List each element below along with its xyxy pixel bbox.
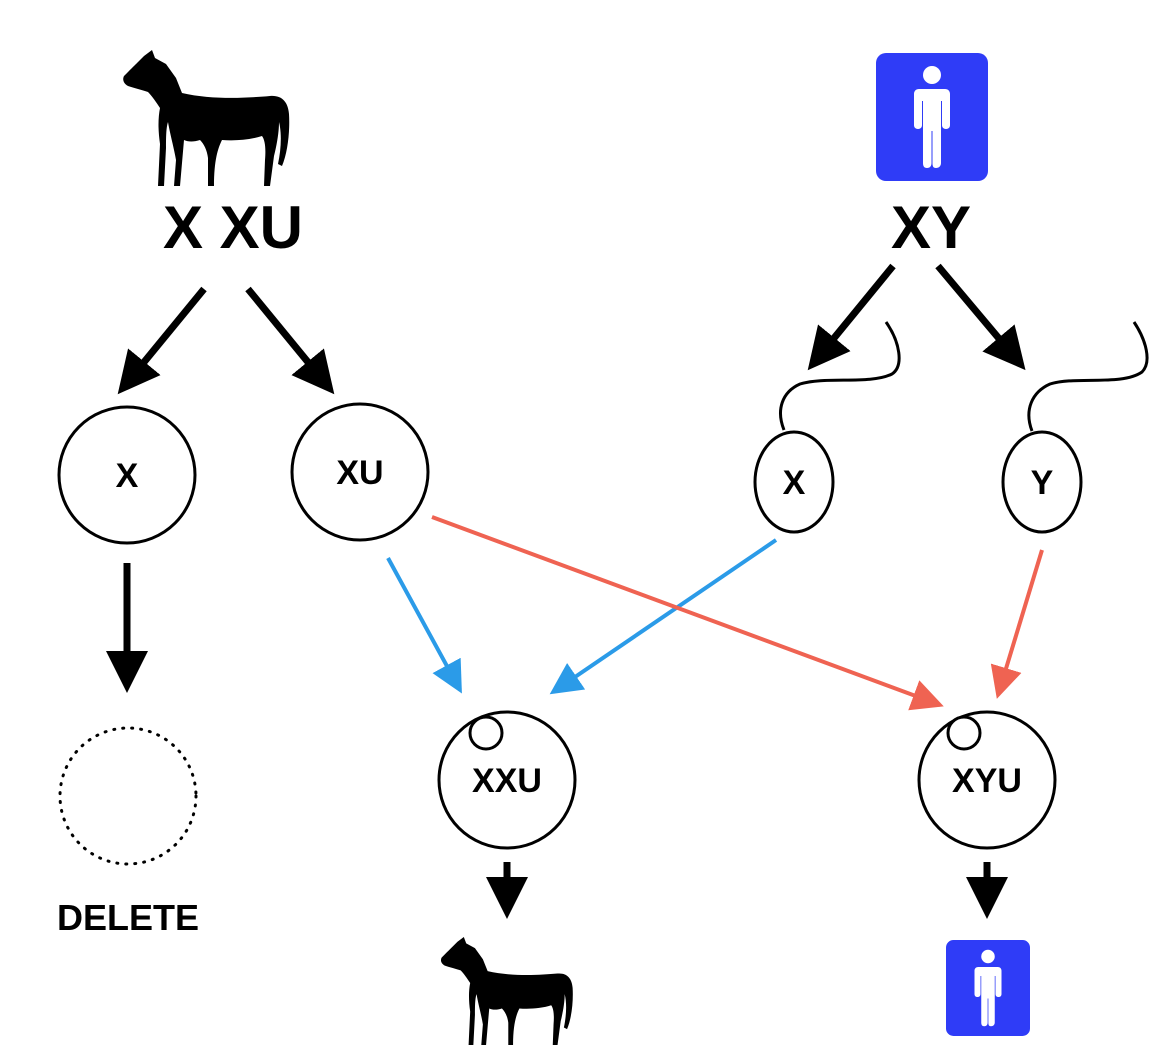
left-parent-genotype: X XU bbox=[163, 194, 303, 261]
delete-label: DELETE bbox=[57, 897, 199, 938]
zygote-xxu-nucleus bbox=[468, 715, 504, 751]
horse-icon bbox=[123, 50, 290, 186]
sperm-tail-x bbox=[779, 321, 901, 431]
egg-cell-x: X bbox=[57, 405, 197, 545]
sperm-cell-x-label: X bbox=[783, 464, 806, 502]
egg-cell-x-label: X bbox=[116, 457, 139, 495]
sperm-tail-y bbox=[1027, 321, 1149, 432]
male-person-icon bbox=[876, 53, 988, 181]
arrow-right-parent-to-x bbox=[807, 263, 896, 371]
right-parent-genotype: XY bbox=[891, 194, 971, 261]
arrow-left-parent-to-x bbox=[117, 286, 207, 395]
arrow-sperm-x-to-xxu bbox=[549, 538, 778, 695]
zygote-xyu-nucleus bbox=[946, 715, 982, 751]
egg-cell-xu: XU bbox=[290, 402, 430, 542]
zygote-xxu: XXU bbox=[437, 710, 577, 850]
arrow-left-parent-to-xu bbox=[245, 286, 335, 395]
arrow-xu-to-xyu bbox=[431, 515, 944, 711]
egg-cell-xu-label: XU bbox=[336, 454, 383, 492]
sperm-cell-y-label: Y bbox=[1031, 464, 1054, 502]
zygote-xxu-label: XXU bbox=[472, 762, 542, 800]
arrow-right-parent-to-y bbox=[935, 263, 1026, 371]
arrow-xu-to-xxu bbox=[386, 557, 462, 694]
arrow-sperm-y-to-xyu bbox=[990, 549, 1044, 699]
offspring-male-person-icon bbox=[946, 940, 1030, 1036]
zygote-xyu: XYU bbox=[917, 710, 1057, 850]
sperm-cell-y: Y bbox=[1001, 321, 1149, 534]
sperm-cell-x: X bbox=[753, 321, 901, 534]
deleted-cell bbox=[58, 726, 198, 866]
offspring-horse-icon bbox=[440, 937, 573, 1045]
zygote-xyu-label: XYU bbox=[952, 762, 1022, 800]
